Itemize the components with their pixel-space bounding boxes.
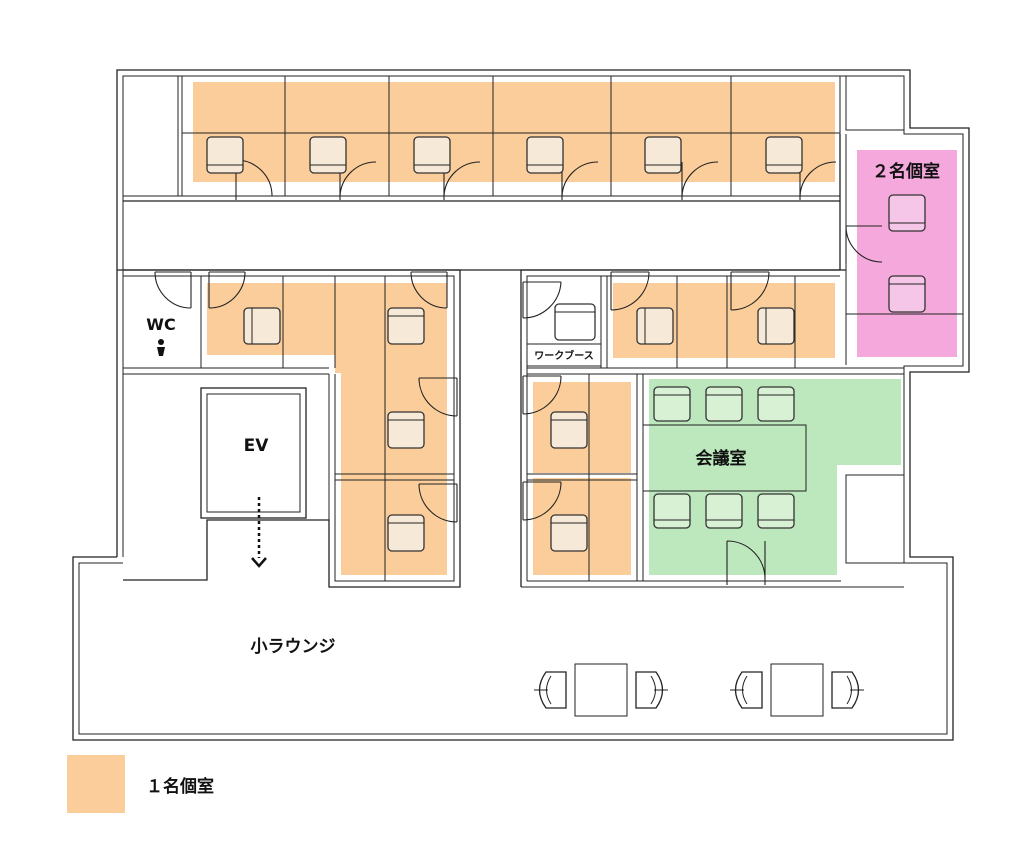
door[interactable] [522,281,562,319]
lounge-chair-icon [831,671,864,709]
legend-swatch-single-room [67,755,125,813]
door[interactable] [730,271,770,311]
meeting-chair-icon [653,493,691,529]
legend: １名個室 [67,755,214,813]
door[interactable] [418,483,458,523]
chair-icon [243,307,281,345]
small-lounge-label: 小ラウンジ [251,637,336,657]
chair-icon [636,307,674,345]
door[interactable] [845,225,883,264]
door[interactable] [522,375,562,415]
elevator-label: EV [244,436,270,456]
meeting-chair-icon [653,386,691,422]
meeting-table [642,424,807,492]
doors [154,159,883,585]
down-arrow-icon [251,497,267,568]
meeting-chair-icon [705,493,743,529]
walls [72,69,970,741]
chair-icon [526,136,564,174]
door[interactable] [522,481,562,521]
meeting-chair-icon [757,493,795,529]
chair-icon [888,275,926,313]
chair-icon [550,514,588,552]
booth-chair-icon [554,303,596,341]
chair-icon [387,307,425,345]
door[interactable] [208,271,246,309]
meeting-room-label: 会議室 [696,448,747,469]
chairs [206,136,926,552]
chair-icon [309,136,347,174]
chair-icon [387,514,425,552]
chair-icon [206,136,244,174]
lounge-table [574,663,628,717]
legend-label-single-room: １名個室 [146,776,214,797]
two-person-room-zone[interactable] [857,150,957,357]
door[interactable] [726,540,766,585]
chair-icon [413,136,451,174]
chair-icon [888,194,926,232]
meeting-chair-icon [757,386,795,422]
toilet-person-icon [157,339,165,356]
chair-icon [387,411,425,449]
wc-label: WC [146,315,175,334]
lounge-table [770,663,824,717]
lounge-chair-icon [534,671,567,709]
door[interactable] [410,271,448,309]
lounge-chair-icon [730,671,763,709]
door[interactable] [681,161,719,200]
meeting-chair-icon [705,386,743,422]
chair-icon [765,136,803,174]
door[interactable] [418,377,458,417]
work-booth-label: ワークブース [534,349,594,362]
chair-icon [644,136,682,174]
door[interactable] [154,271,192,309]
two-person-room-label: ２名個室 [872,161,940,182]
lounge-furniture [534,663,864,717]
lounge-chair-icon [635,671,668,709]
door[interactable] [610,271,650,311]
chair-icon [757,307,795,345]
work-booth-label-box [526,343,602,367]
chair-icon [550,411,588,449]
